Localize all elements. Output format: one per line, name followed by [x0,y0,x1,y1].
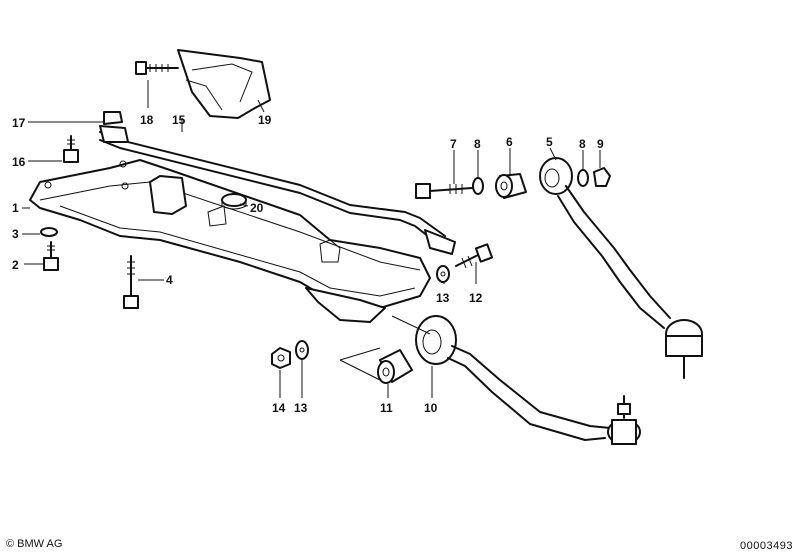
label-2: 2 [12,258,19,272]
wishbone-5 [539,157,703,379]
bushing-11 [377,349,413,384]
label-1: 1 [12,201,19,215]
wishbone-10 [415,315,641,445]
washer-8b [577,169,589,187]
document-number: 00003493 [740,540,793,552]
heat-shield [177,49,271,119]
label-12: 12 [469,291,483,305]
label-8b: 8 [579,137,586,151]
label-13a: 13 [436,291,450,305]
rubber-plug-20 [221,193,247,210]
leader-lines [22,80,601,398]
bolt-12 [455,243,494,269]
label-10: 10 [424,401,438,415]
label-20: 20 [250,201,264,215]
bolt-2 [43,241,59,271]
washer-13a [436,265,450,283]
label-18: 18 [140,113,154,127]
bolt-16 [63,135,79,163]
label-16: 16 [12,155,26,169]
label-8a: 8 [474,137,481,151]
stabilizer-bar [99,125,456,255]
nut-14 [271,347,291,369]
bushing-6 [495,173,527,199]
copyright-text: © BMW AG [6,538,63,550]
label-3: 3 [12,227,19,241]
bolt-18 [135,61,179,75]
label-6: 6 [506,135,513,149]
axle-carrier [29,159,431,323]
label-17: 17 [12,116,26,130]
label-9: 9 [597,137,604,151]
nut-17 [103,111,123,125]
nut-9 [593,167,611,187]
label-7: 7 [450,137,457,151]
label-4: 4 [166,273,173,287]
label-13b: 13 [294,401,308,415]
label-15: 15 [172,113,186,127]
label-19: 19 [258,113,272,127]
washer-8a [472,177,484,195]
label-11: 11 [380,401,393,415]
label-14: 14 [272,401,286,415]
bolt-7 [415,183,473,199]
washer-3 [40,227,58,237]
washer-13b [295,340,309,360]
label-5: 5 [546,135,553,149]
bolt-4 [123,255,139,309]
